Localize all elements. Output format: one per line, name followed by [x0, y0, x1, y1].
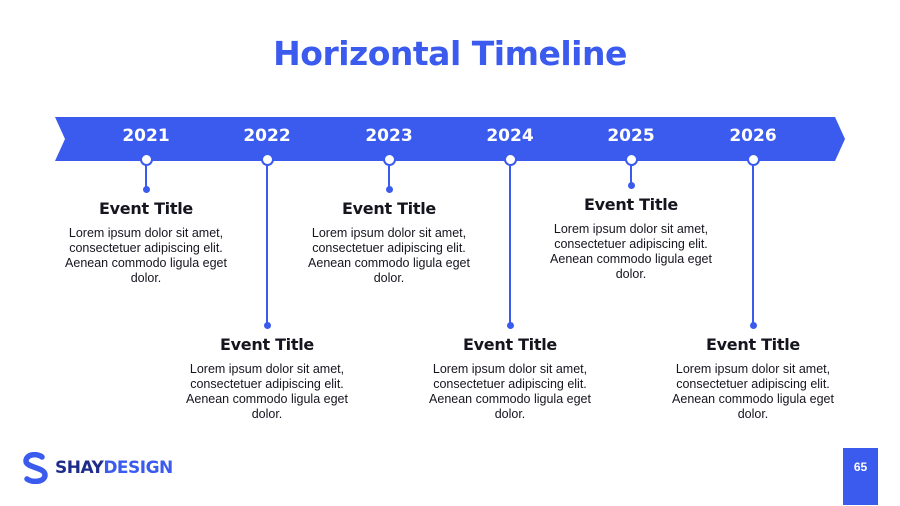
page-number: 65: [843, 448, 878, 505]
connector-line-2022: [266, 164, 268, 325]
year-label-2025: 2025: [607, 126, 655, 146]
event-description: Lorem ipsum dolor sit amet, consectetuer…: [429, 362, 591, 421]
connector-line-2026: [752, 164, 754, 325]
brand-name-part1: SHAY: [55, 458, 104, 478]
event-2024: Event Title Lorem ipsum dolor sit amet, …: [415, 335, 605, 422]
event-description: Lorem ipsum dolor sit amet, consectetuer…: [308, 226, 470, 285]
year-label-2026: 2026: [729, 126, 777, 146]
event-title: Event Title: [342, 199, 436, 218]
year-label-2022: 2022: [243, 126, 291, 146]
event-2021: Event Title Lorem ipsum dolor sit amet, …: [51, 199, 241, 286]
brand-name-part2: DESIGN: [103, 458, 173, 478]
event-2023: Event Title Lorem ipsum dolor sit amet, …: [294, 199, 484, 286]
s-logo-icon: [23, 452, 48, 484]
connector-line-2023: [388, 164, 390, 189]
connector-dot-2023: [385, 186, 393, 193]
event-title: Event Title: [99, 199, 193, 218]
year-label-2023: 2023: [365, 126, 413, 146]
event-description: Lorem ipsum dolor sit amet, consectetuer…: [550, 222, 712, 281]
event-description: Lorem ipsum dolor sit amet, consectetuer…: [672, 362, 834, 421]
event-title: Event Title: [706, 335, 800, 354]
connector-dot-2025: [627, 182, 635, 189]
timeline-band: [55, 117, 845, 161]
connector-line-2025: [630, 164, 632, 185]
page-title: Horizontal Timeline: [273, 34, 627, 73]
event-2026: Event Title Lorem ipsum dolor sit amet, …: [658, 335, 848, 422]
event-description: Lorem ipsum dolor sit amet, consectetuer…: [186, 362, 348, 421]
connector-dot-2022: [263, 322, 271, 329]
event-2022: Event Title Lorem ipsum dolor sit amet, …: [172, 335, 362, 422]
event-title: Event Title: [220, 335, 314, 354]
event-title: Event Title: [463, 335, 557, 354]
event-description: Lorem ipsum dolor sit amet, consectetuer…: [65, 226, 227, 285]
connector-dot-2021: [142, 186, 150, 193]
brand-logo: SHAYDESIGN: [22, 452, 173, 484]
event-2025: Event Title Lorem ipsum dolor sit amet, …: [536, 195, 726, 282]
year-label-2021: 2021: [122, 126, 170, 146]
connector-line-2024: [509, 164, 511, 325]
connector-dot-2026: [749, 322, 757, 329]
brand-name: SHAYDESIGN: [55, 458, 173, 478]
connector-line-2021: [145, 164, 147, 189]
event-title: Event Title: [584, 195, 678, 214]
year-label-2024: 2024: [486, 126, 534, 146]
connector-dot-2024: [506, 322, 514, 329]
